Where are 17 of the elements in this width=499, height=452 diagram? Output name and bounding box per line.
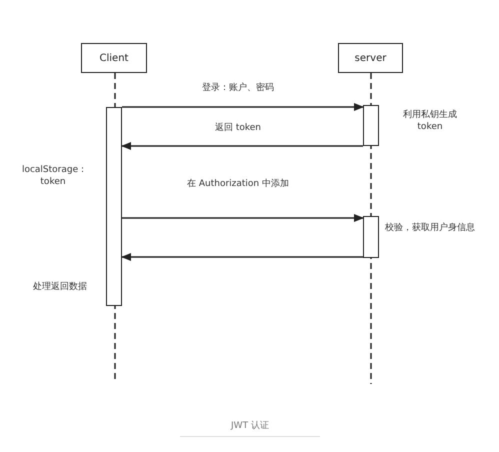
arrow (122, 214, 364, 222)
arrow (122, 103, 364, 111)
activation-bar (363, 105, 379, 146)
edge-label: 在 Authorization 中添加 (186, 178, 290, 190)
note-text: 校验，获取用户身信息 (384, 222, 476, 234)
participant-box: Client (81, 43, 147, 73)
note-text: 处理返回数据 (32, 281, 88, 293)
arrow (121, 142, 363, 150)
arrow (121, 253, 363, 261)
participant-box: server (338, 43, 403, 73)
note-text: 利用私钥生成 token (402, 109, 458, 133)
activation-bar (363, 216, 379, 258)
activation-bar (106, 107, 122, 306)
note-text: localStorage : token (20, 164, 86, 188)
edge-label: 返回 token (214, 122, 262, 134)
edge-label: 登录：账户、密码 (201, 82, 275, 94)
caption: JWT 认证 (180, 420, 320, 437)
